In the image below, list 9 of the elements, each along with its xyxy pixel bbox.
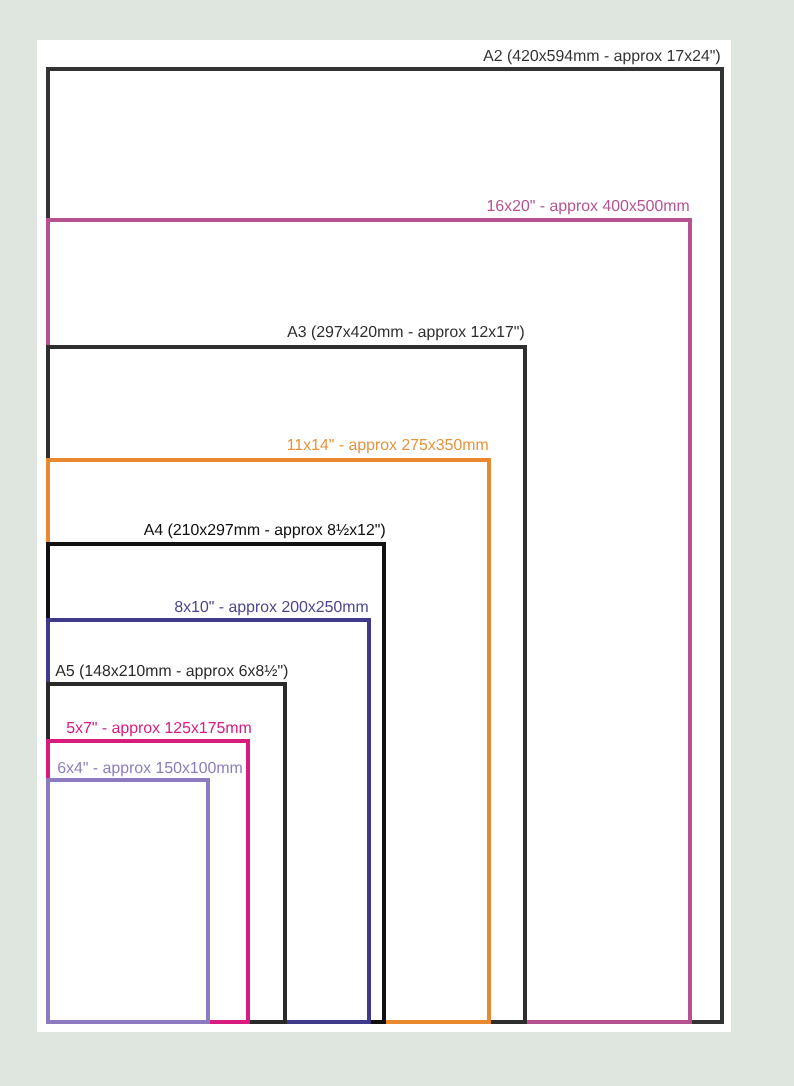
size-label: A2 (420x594mm - approx 17x24") xyxy=(483,49,720,65)
size-label: A5 (148x210mm - approx 6x8½") xyxy=(55,664,288,680)
size-label: A3 (297x420mm - approx 12x17") xyxy=(287,325,524,341)
size-label: A4 (210x297mm - approx 8½x12") xyxy=(143,523,385,539)
size-label: 16x20" - approx 400x500mm xyxy=(487,199,689,215)
size-label: 5x7" - approx 125x175mm xyxy=(66,721,251,737)
size-label: 8x10" - approx 200x250mm xyxy=(175,600,368,616)
size-label: 11x14" - approx 275x350mm xyxy=(287,438,488,454)
size-label: 6x4" - approx 150x100mm xyxy=(58,761,242,777)
